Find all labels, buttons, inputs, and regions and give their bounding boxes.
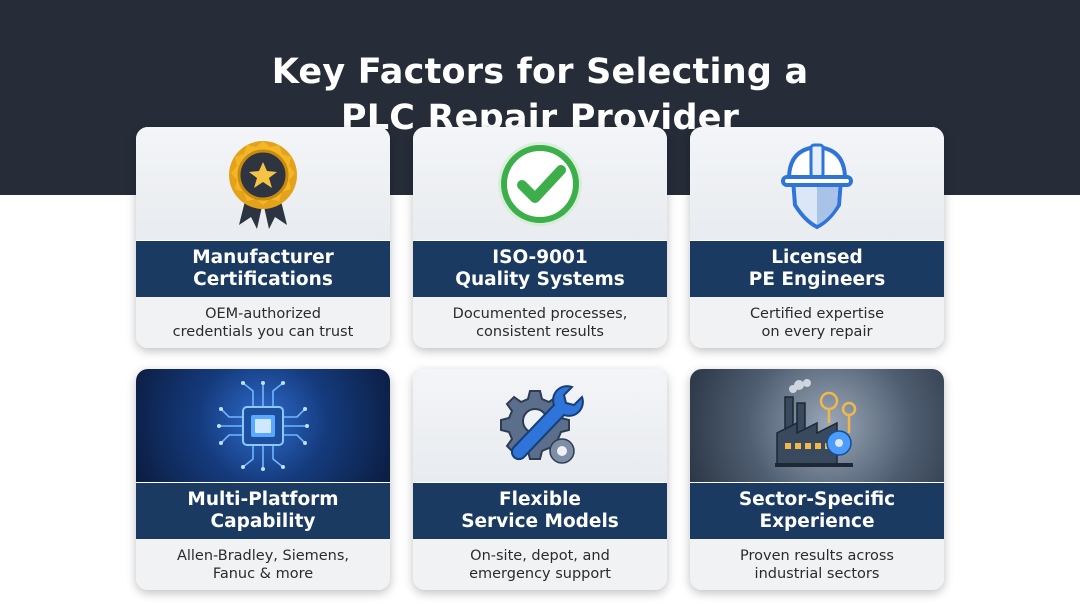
card-heading-line-1: Multi-Platform [187,489,339,510]
card-heading: Manufacturer Certifications [136,241,390,297]
card-heading-line-1: Manufacturer [192,247,334,268]
card-description: Certified expertise on every repair [690,297,944,348]
card-description-line-1: On-site, depot, and [470,547,610,564]
factory-gears-icon [775,379,857,467]
card-heading: ISO-9001 Quality Systems [413,241,667,297]
card-description: OEM-authorized credentials you can trust [136,297,390,348]
card-description-line-2: Fanuc & more [212,565,314,582]
card-heading-line-1: ISO-9001 [492,247,588,268]
card-description-line-2: credentials you can trust [172,323,354,340]
card-heading: Multi-Platform Capability [136,483,390,539]
card-heading-line-2: PE Engineers [748,269,886,290]
card-heading: Flexible Service Models [413,483,667,539]
checkmark-circle-icon [498,142,582,226]
hard-hat-shield-icon [781,143,853,230]
card-description-line-1: Documented processes, [452,305,628,322]
card-description-line-1: Allen-Bradley, Siemens, [176,547,350,564]
card-description-line-1: OEM-authorized [205,305,321,322]
card-heading-line-2: Capability [210,511,316,532]
card-heading-line-1: Licensed [771,247,863,268]
card-description: Proven results across industrial sectors [690,539,944,590]
card-description: On-site, depot, and emergency support [413,539,667,590]
card-art [690,127,944,240]
card-iso-9001: ISO-9001 Quality Systems Documented proc… [413,127,667,348]
card-description-line-2: industrial sectors [754,565,880,582]
page-title-line-1: Key Factors for Selecting a [271,52,809,93]
card-heading-line-2: Quality Systems [455,269,625,290]
gear-wrench-icon [500,385,584,464]
card-licensed-pe-engineers: Licensed PE Engineers Certified expertis… [690,127,944,348]
card-art [136,369,390,482]
card-heading-line-1: Sector-Specific [738,489,896,510]
award-badge-icon [229,141,297,229]
card-description: Documented processes, consistent results [413,297,667,348]
card-description-line-2: emergency support [469,565,611,582]
card-flexible-service-models: Flexible Service Models On-site, depot, … [413,369,667,590]
card-sector-specific-experience: Sector-Specific Experience Proven result… [690,369,944,590]
card-multi-platform: Multi-Platform Capability Allen-Bradley,… [136,369,390,590]
card-art [136,127,390,240]
card-art [413,127,667,240]
card-heading-line-1: Flexible [499,489,581,510]
card-art [413,369,667,482]
card-heading-line-2: Service Models [461,511,619,532]
card-description-line-1: Proven results across [740,547,894,564]
card-description-line-2: on every repair [761,323,873,340]
page-title: Key Factors for Selecting a PLC Repair P… [0,49,1080,141]
card-description: Allen-Bradley, Siemens, Fanuc & more [136,539,390,590]
card-description-line-1: Certified expertise [749,305,885,322]
card-manufacturer-certifications: Manufacturer Certifications OEM-authoriz… [136,127,390,348]
card-description-line-2: consistent results [476,323,604,340]
card-heading-line-2: Certifications [193,269,333,290]
card-heading: Licensed PE Engineers [690,241,944,297]
card-heading-line-2: Experience [759,511,875,532]
card-art [690,369,944,482]
microchip-circuit-icon [217,381,309,471]
card-heading: Sector-Specific Experience [690,483,944,539]
